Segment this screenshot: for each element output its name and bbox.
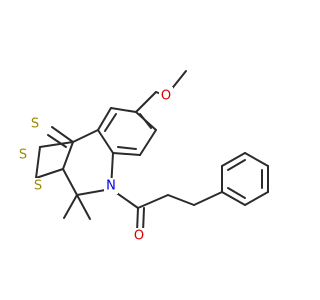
- bonds: [35, 70, 269, 233]
- bond: [244, 191, 269, 206]
- bond: [117, 146, 137, 150]
- atom-background: [16, 147, 30, 163]
- bond: [112, 152, 141, 156]
- bond: [244, 152, 269, 167]
- bond: [221, 191, 246, 206]
- bond: [51, 126, 74, 143]
- bond: [227, 159, 246, 171]
- oxygen-atom-label: O: [161, 89, 171, 104]
- molecule-structure-diagram: O S S S N O: [16, 70, 269, 244]
- atom-background: [31, 178, 45, 194]
- bond: [135, 91, 157, 113]
- bond: [62, 168, 78, 196]
- sulfur-atom-label: S: [19, 148, 27, 163]
- molecule-svg: O S S S N O: [16, 70, 269, 244]
- sulfur-atom-label: S: [31, 117, 39, 132]
- bond: [72, 129, 99, 143]
- bond: [76, 194, 91, 220]
- bond: [104, 113, 117, 132]
- bond: [39, 141, 74, 148]
- bond: [35, 146, 41, 179]
- sulfur-atom-label: S: [34, 179, 42, 194]
- atom-background: [104, 178, 118, 194]
- bond: [97, 129, 114, 154]
- bond: [62, 141, 74, 170]
- oxygen-atom-label: O: [134, 229, 144, 244]
- bond: [35, 168, 64, 179]
- bond: [139, 129, 157, 156]
- bond: [139, 113, 152, 129]
- bond: [227, 187, 246, 199]
- bond: [110, 107, 137, 113]
- bond: [97, 107, 112, 131]
- nitrogen-atom-label: N: [106, 179, 116, 194]
- atom-background: [159, 87, 173, 103]
- bond: [193, 191, 223, 206]
- bond: [221, 152, 246, 167]
- atom-background: [132, 228, 146, 244]
- bond: [63, 194, 78, 219]
- atom-labels: O S S S N O: [16, 87, 173, 244]
- bond: [137, 194, 169, 209]
- bond: [167, 194, 195, 206]
- bond: [47, 134, 67, 148]
- atom-background: [28, 116, 42, 132]
